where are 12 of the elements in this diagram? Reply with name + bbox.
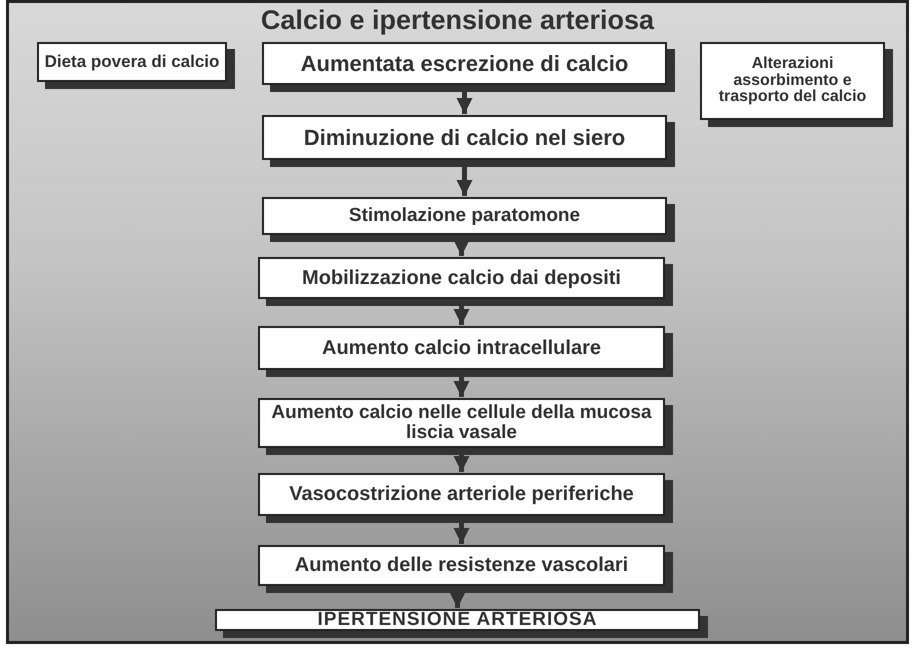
diagram-title: Calcio e ipertensione arteriosa: [260, 5, 656, 36]
box-text: Aumento delle resistenze vascolari: [294, 555, 628, 576]
box-text: Aumentata escrezione di calcio: [300, 52, 628, 76]
box-text: Mobilizzazione calcio dai depositi: [302, 268, 621, 288]
box-text: Aumento calcio nelle cellule della mucosa liscia vasale: [270, 403, 653, 443]
box-text: Alterazioni assorbimento e trasporto del calcio: [718, 56, 868, 106]
box-text: IPERTENSIONE ARTERIOSA: [318, 610, 598, 630]
box-text: Diminuzione di calcio nel siero: [304, 126, 626, 150]
box-text: Vasocostrizione arteriole periferiche: [289, 484, 634, 505]
box-text: Stimolazione paratomone: [348, 206, 580, 226]
box-text: Dieta povera di calcio: [44, 53, 220, 71]
box-text: Aumento calcio intracellulare: [322, 338, 601, 358]
